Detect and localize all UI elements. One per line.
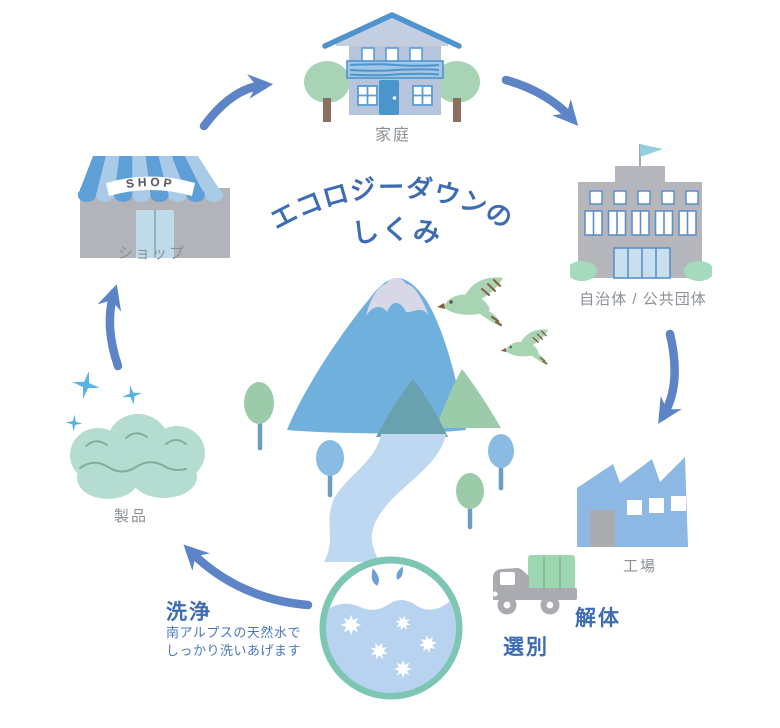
house-door [379,80,399,115]
house-tree-left [304,61,350,103]
factory-icon [577,457,688,547]
house-tree-right [434,61,480,103]
shop-icon: SHOP [77,156,230,258]
arrow-product-to-shop [97,284,123,371]
dismantling-label: 解体 [575,607,621,630]
washing-note-line2: しっかり洗いあげます [166,643,302,658]
shop-label: ショップ [117,245,186,262]
river [324,434,446,562]
house-icon [304,12,480,122]
down-product-icon [64,368,205,499]
truck-icon [492,555,577,615]
home-label: 家庭 [374,127,411,144]
title-arc: エコロジーダウンの しくみ [265,172,517,249]
factory-door [590,510,615,547]
svg-text:SHOP: SHOP [125,175,176,191]
truck-cargo [528,555,575,591]
flag [640,144,663,157]
product-label: 製品 [113,508,148,525]
bird-icon [499,328,549,366]
arrow-municipality-to-factory [658,329,682,424]
washing-label: 洗浄 [166,601,212,624]
bird-icon [436,276,504,328]
municipality-building-icon [570,144,712,281]
mount-fuji-scene [244,276,549,562]
arrow-shop-to-home [199,74,274,131]
scene-trees [244,382,514,530]
washing-note-line1: 南アルプスの天然水で [166,625,301,640]
svg-text:しくみ: しくみ [350,215,445,249]
sparkle-icon [64,413,84,433]
down-duvet [70,414,205,499]
title-line2: しくみ [350,215,443,249]
sparkle-icon [120,383,144,407]
green-mountain [436,369,501,428]
arrow-home-to-municipality [501,75,579,126]
sorting-label: 選別 [503,636,549,659]
municipality-label: 自治体 / 公共団体 [579,291,707,308]
teal-mountain [376,379,448,437]
shop-sign-text: SHOP [125,175,173,191]
snow-cap [366,278,429,316]
washing-circle-icon [319,556,463,700]
sparkle-icon [69,368,103,402]
factory-label: 工場 [622,558,657,575]
water-droplet [371,568,379,586]
water-droplet [396,566,403,580]
